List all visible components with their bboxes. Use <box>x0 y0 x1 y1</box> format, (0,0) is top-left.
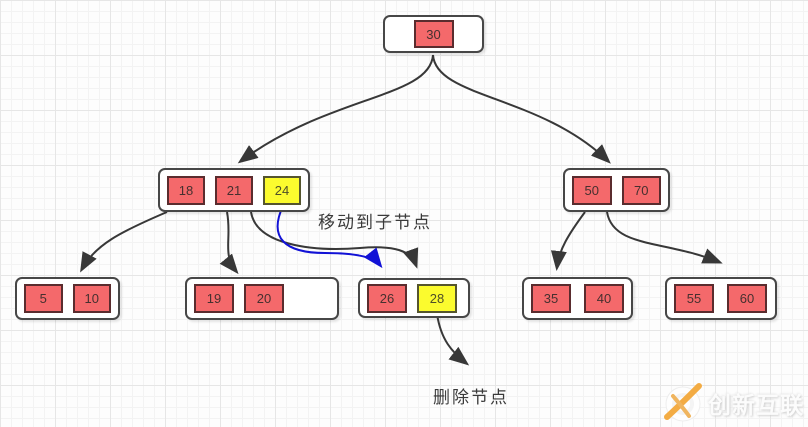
key-10: 10 <box>72 284 111 313</box>
arrow-left-to-leaf2 <box>219 211 239 275</box>
key-21: 21 <box>215 175 253 205</box>
btree-node-internal-right: 50 70 <box>563 168 670 212</box>
btree-node-internal-left: 18 21 24 <box>158 168 310 212</box>
key-19: 19 <box>194 284 234 313</box>
key-5: 5 <box>24 284 63 313</box>
key-60: 60 <box>727 284 767 313</box>
move-to-child-label: 移动到子节点 <box>318 213 432 233</box>
btree-node-root: 30 <box>383 15 484 53</box>
arrow-right-to-leaf4 <box>550 211 586 271</box>
arrow-left-to-leaf1 <box>80 211 168 273</box>
site-watermark: 创新互联 <box>660 381 808 425</box>
btree-node-leaf-26-28: 26 28 <box>358 278 470 318</box>
key-40: 40 <box>584 284 624 313</box>
key-20: 20 <box>244 284 284 313</box>
arrow-delete-node <box>436 313 470 366</box>
c-swoosh-logo-icon <box>664 383 702 422</box>
btree-node-leaf-19-20: 19 20 <box>185 277 339 320</box>
arrow-root-to-right <box>432 54 611 164</box>
key-50: 50 <box>572 175 612 205</box>
key-28: 28 <box>417 283 457 313</box>
delete-node-label: 删除节点 <box>433 388 509 408</box>
btree-node-leaf-5-10: 5 10 <box>15 277 120 320</box>
btree-node-leaf-35-40: 35 40 <box>522 277 633 320</box>
key-24: 24 <box>263 175 301 205</box>
key-26: 26 <box>367 283 407 313</box>
key-55: 55 <box>674 284 714 313</box>
arrow-root-to-left <box>237 54 434 164</box>
btree-node-leaf-55-60: 55 60 <box>665 277 777 320</box>
watermark-text: 创新互联 <box>708 392 804 418</box>
key-70: 70 <box>621 175 661 205</box>
key-18: 18 <box>167 175 205 205</box>
arrow-right-to-leaf5 <box>606 211 723 264</box>
key-30: 30 <box>413 20 454 48</box>
key-35: 35 <box>531 284 571 313</box>
